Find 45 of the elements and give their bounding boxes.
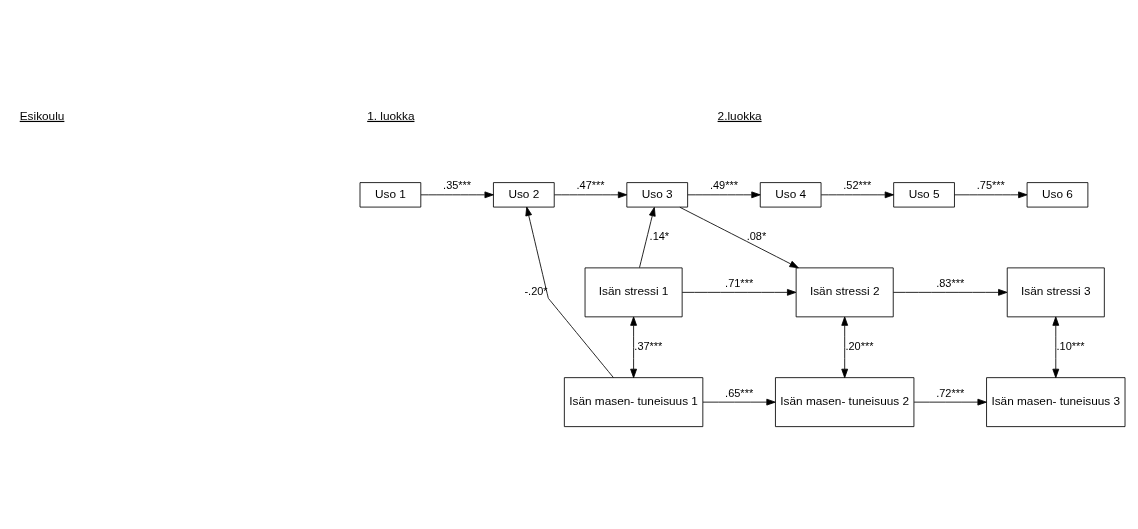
arrow xyxy=(525,206,614,378)
node-box: Uso 2 xyxy=(493,182,555,208)
arrow xyxy=(420,191,494,199)
edge-label: .75*** xyxy=(976,179,1005,192)
edge-label: .47*** xyxy=(576,179,605,192)
edge-label: .72*** xyxy=(936,386,965,399)
arrow xyxy=(681,289,797,296)
edge-label: .37*** xyxy=(634,340,663,353)
node-box: Uso 5 xyxy=(893,182,955,208)
edge-label: .49*** xyxy=(709,179,738,192)
node-box: Uso 1 xyxy=(359,182,422,208)
node-box: Isän stressi 1 xyxy=(584,267,683,318)
edge-label: -.20* xyxy=(524,285,548,298)
node-box: Uso 6 xyxy=(1026,182,1089,208)
arrow xyxy=(687,191,761,199)
arrow xyxy=(841,316,849,379)
node-box: Uso 3 xyxy=(626,182,689,208)
edge-label: .08* xyxy=(746,230,767,243)
arrow xyxy=(702,398,776,406)
edge-label: .83*** xyxy=(936,276,965,289)
node-box: Isän masen- tuneisuus 2 xyxy=(775,377,915,428)
edge-label: .35*** xyxy=(443,179,472,192)
arrow xyxy=(954,191,1028,199)
arrow xyxy=(913,398,987,406)
label: 1. luokka xyxy=(367,108,415,123)
node-box: Uso 4 xyxy=(759,182,822,208)
arrow xyxy=(820,191,894,199)
arrow xyxy=(892,289,1008,296)
edge-label: .65*** xyxy=(725,386,754,399)
edge-label: .52*** xyxy=(843,179,872,192)
label: 2.luokka xyxy=(717,108,762,123)
arrow xyxy=(679,206,799,269)
node-box: Isän stressi 2 xyxy=(795,267,894,318)
edge-label: .20*** xyxy=(845,340,874,353)
arrow xyxy=(639,207,656,268)
node-box: Isän masen- tuneisuus 3 xyxy=(986,377,1126,428)
edge-label: .71*** xyxy=(725,276,754,289)
node-box: Isän stressi 3 xyxy=(1006,267,1105,318)
node-box: Isän masen- tuneisuus 1 xyxy=(563,377,704,428)
edge-label: .14* xyxy=(649,230,670,243)
edge-label: .10*** xyxy=(1056,340,1085,353)
arrow xyxy=(554,191,628,199)
label: Esikoulu xyxy=(19,108,65,123)
arrow xyxy=(1052,316,1060,379)
arrow xyxy=(630,316,637,379)
